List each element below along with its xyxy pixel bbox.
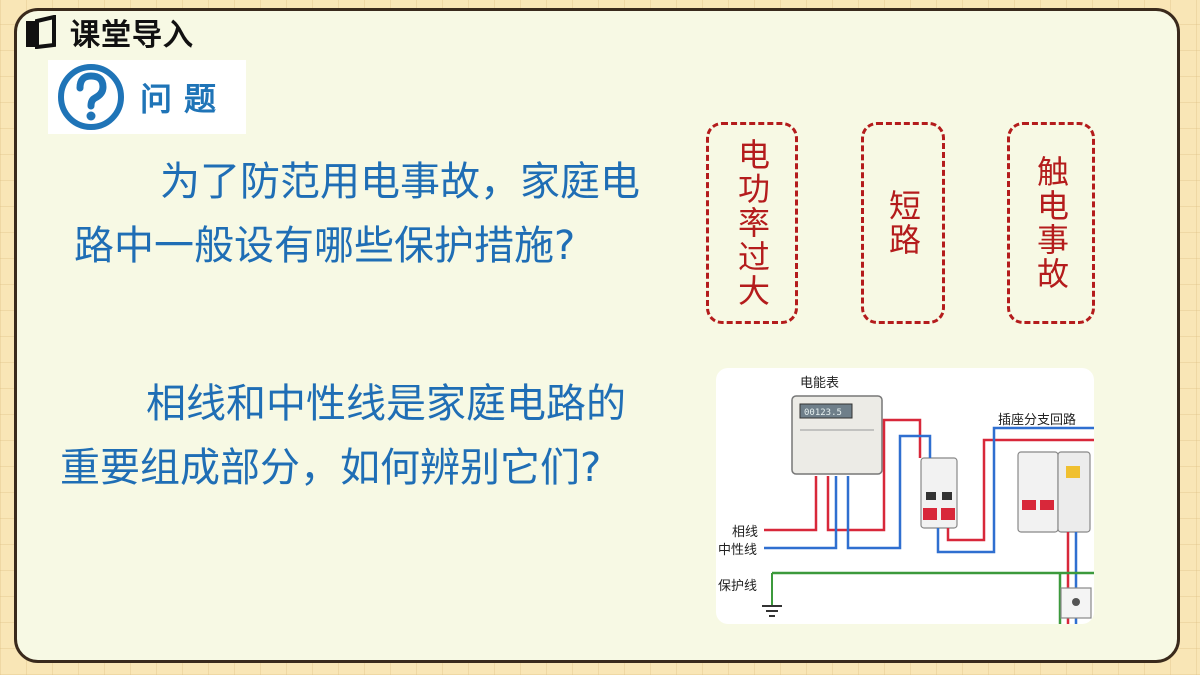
paragraph-2-text: 相线和中性线是家庭电路的重要组成部分，如何辨别它们? — [60, 381, 626, 491]
answer-card-power-overload[interactable]: 电功率过大 — [706, 122, 798, 324]
question-badge: 问题 — [48, 60, 246, 134]
section-title: 课堂导入 — [70, 18, 194, 53]
meter-display: 00123.5 — [804, 408, 842, 418]
phase-line-label: 相线 — [732, 525, 758, 540]
question-paragraph-2: 相线和中性线是家庭电路的重要组成部分，如何辨别它们? — [60, 372, 640, 500]
answer-card-electric-shock[interactable]: 触电事故 — [1007, 122, 1095, 324]
meter-label: 电能表 — [800, 376, 839, 391]
question-mark-icon — [56, 62, 126, 132]
question-paragraph-1: 为了防范用电事故，家庭电路中一般设有哪些保护措施? — [74, 150, 654, 278]
home-circuit-diagram: 00123.5 电能表 插座分支回路 — [716, 368, 1094, 624]
circuit-svg: 00123.5 电能表 插座分支回路 — [718, 376, 1094, 624]
question-label: 问题 — [140, 80, 229, 118]
book-icon — [24, 14, 60, 50]
branch-label: 插座分支回路 — [998, 412, 1076, 428]
branch-breaker-icon — [1017, 451, 1059, 533]
ground-line-label: 保护线 — [718, 579, 757, 594]
paragraph-1-text: 为了防范用电事故，家庭电路中一般设有哪些保护措施? — [74, 159, 640, 269]
card-2-text: 短路 — [884, 189, 922, 257]
neutral-line-label: 中性线 — [718, 543, 757, 558]
section-header: 课堂导入 — [24, 12, 194, 53]
card-1-text: 电功率过大 — [733, 138, 771, 308]
card-3-text: 触电事故 — [1032, 155, 1070, 291]
answer-card-short-circuit[interactable]: 短路 — [861, 122, 945, 324]
